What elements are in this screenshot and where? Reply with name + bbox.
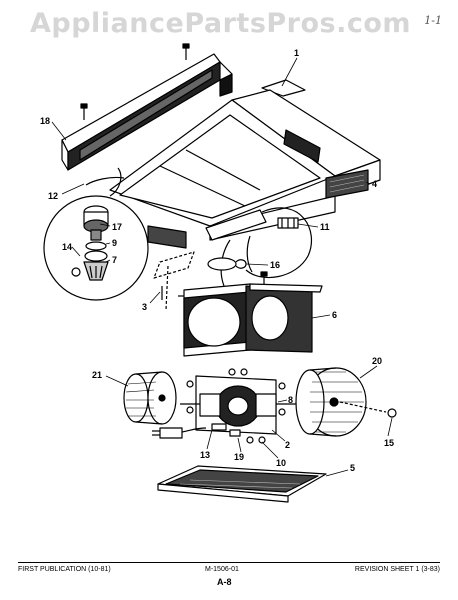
callout-14: 14 [62, 242, 72, 252]
right-blower-wheel-part [295, 367, 397, 437]
callout-6: 6 [332, 310, 337, 320]
callout-5: 5 [350, 463, 355, 473]
callout-21: 21 [92, 370, 102, 380]
callout-13: 13 [200, 450, 210, 460]
callout-20: 20 [372, 356, 382, 366]
leader-lines [51, 57, 393, 477]
callout-16: 16 [270, 260, 280, 270]
power-plug-part [152, 427, 207, 439]
footer-document-number: M-1506-01 [205, 566, 239, 573]
screw-top [182, 43, 190, 60]
callout-12: 12 [48, 191, 58, 201]
callout-19: 19 [234, 452, 244, 462]
lamp-detail-circle [205, 207, 313, 292]
blower-housing-part [178, 283, 323, 357]
callout-3: 3 [142, 302, 147, 312]
grease-filter-part [157, 465, 327, 503]
vent-filter-part [325, 169, 369, 199]
callout-17: 17 [112, 222, 122, 232]
motor-assembly-part [180, 368, 296, 444]
callout-4: 4 [372, 179, 377, 189]
footer-page-number: A-8 [217, 577, 232, 587]
switch-detail-circle [43, 167, 149, 301]
callout-7: 7 [112, 255, 117, 265]
callout-8: 8 [288, 395, 293, 405]
callout-2: 2 [285, 440, 290, 450]
callout-9: 9 [112, 238, 117, 248]
callout-1: 1 [294, 48, 299, 58]
screw-left [80, 103, 88, 120]
footer-revision: REVISION SHEET 1 (3-83) [354, 566, 440, 573]
callout-18: 18 [40, 116, 50, 126]
callout-11: 11 [320, 222, 330, 232]
footer-publication: FIRST PUBLICATION (10-81) [18, 566, 111, 573]
watermark: AppliancePartsPros.com [30, 8, 412, 39]
callout-10: 10 [276, 458, 286, 468]
footer-divider [18, 562, 440, 563]
callout-15: 15 [384, 438, 394, 448]
left-blower-wheel-part [123, 371, 177, 425]
light-lens-part [153, 251, 195, 311]
front-grille-part [61, 53, 233, 171]
side-grille-part [147, 225, 187, 249]
corner-mark: 1-1 [424, 14, 442, 27]
